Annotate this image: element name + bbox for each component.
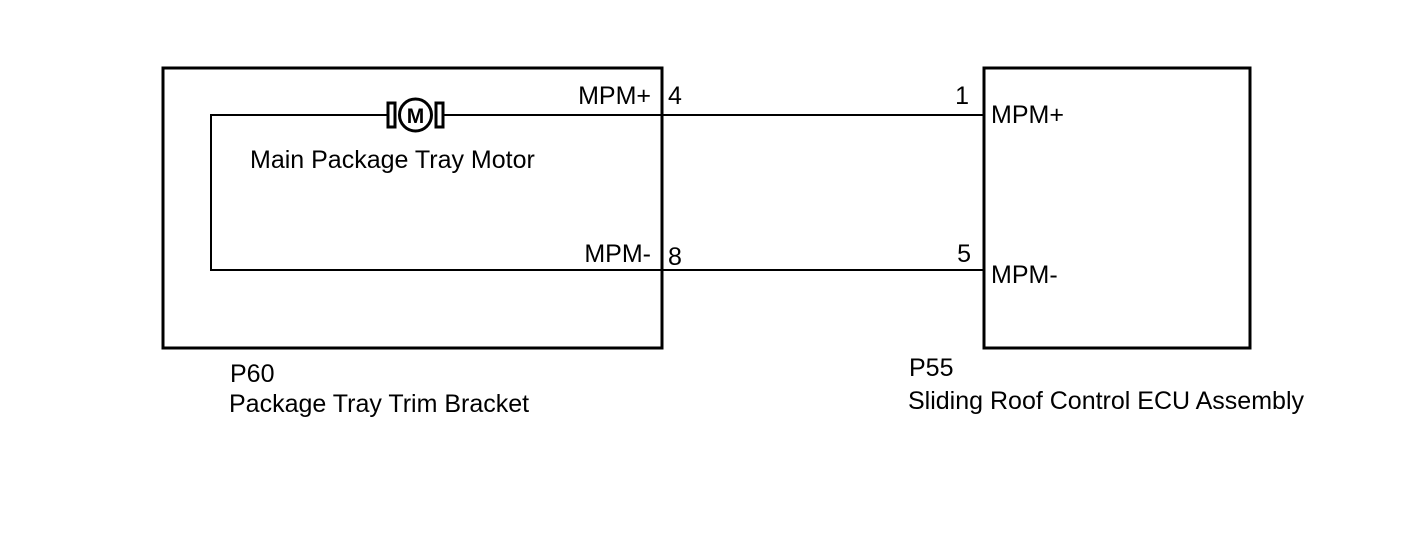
package-tray-trim-bracket-box <box>161 66 664 350</box>
internal-loop-wire <box>210 114 662 271</box>
left-pin-minus-signal: MPM- <box>584 240 651 268</box>
motor-label: Main Package Tray Motor <box>250 146 535 174</box>
left-pin-minus-number: 8 <box>668 243 682 271</box>
motor-icon: M <box>386 97 445 133</box>
right-connector-name: Sliding Roof Control ECU Assembly <box>908 387 1304 415</box>
right-pin-minus-number: 5 <box>957 240 971 268</box>
left-pin-plus-signal: MPM+ <box>578 82 651 110</box>
motor-symbol: M <box>407 105 425 128</box>
right-pin-plus-signal: MPM+ <box>991 101 1064 129</box>
sliding-roof-ecu-box <box>982 66 1252 350</box>
right-pin-plus-number: 1 <box>955 82 969 110</box>
right-connector-code: P55 <box>909 354 953 382</box>
right-pin-minus-signal: MPM- <box>991 261 1058 289</box>
left-connector-code: P60 <box>230 360 274 388</box>
left-pin-plus-number: 4 <box>668 82 682 110</box>
left-connector-name: Package Tray Trim Bracket <box>229 390 529 418</box>
